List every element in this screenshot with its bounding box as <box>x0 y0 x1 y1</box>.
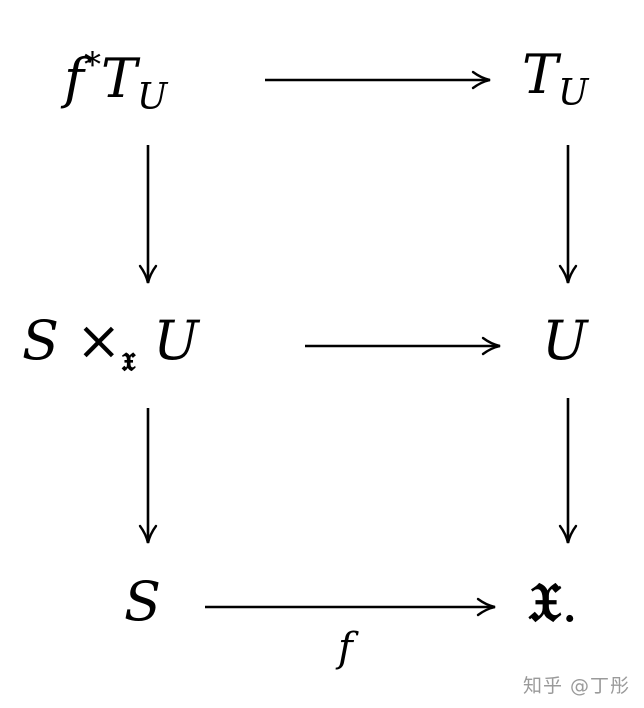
middle-left-right: U <box>153 309 199 372</box>
top-left-main: T <box>101 47 138 111</box>
top-right-main: T <box>522 43 559 106</box>
bottom-right-main: 𝔛 <box>528 570 562 634</box>
middle-right-main: U <box>542 309 588 372</box>
top-left-sup: * <box>84 45 101 85</box>
node-top-right: TU <box>522 48 588 112</box>
bottom-left-main: S <box>124 570 161 633</box>
arrow-label-bottom: f <box>338 625 353 671</box>
top-left-base: f <box>64 47 84 111</box>
watermark: 知乎 @丁彤 <box>522 675 630 697</box>
node-top-left: f*TU <box>64 48 167 116</box>
times-operator: × <box>76 309 122 372</box>
bottom-right-punct: . <box>561 571 579 634</box>
node-middle-left: S ×𝔵 U <box>22 314 199 377</box>
middle-left-sub: 𝔵 <box>121 337 137 380</box>
top-left-sub: U <box>137 76 168 118</box>
top-right-sub: U <box>558 72 589 114</box>
node-bottom-right: 𝔛. <box>528 575 578 630</box>
node-bottom-left: S <box>124 575 161 629</box>
middle-left-left: S <box>22 309 59 372</box>
node-middle-right: U <box>542 314 588 368</box>
